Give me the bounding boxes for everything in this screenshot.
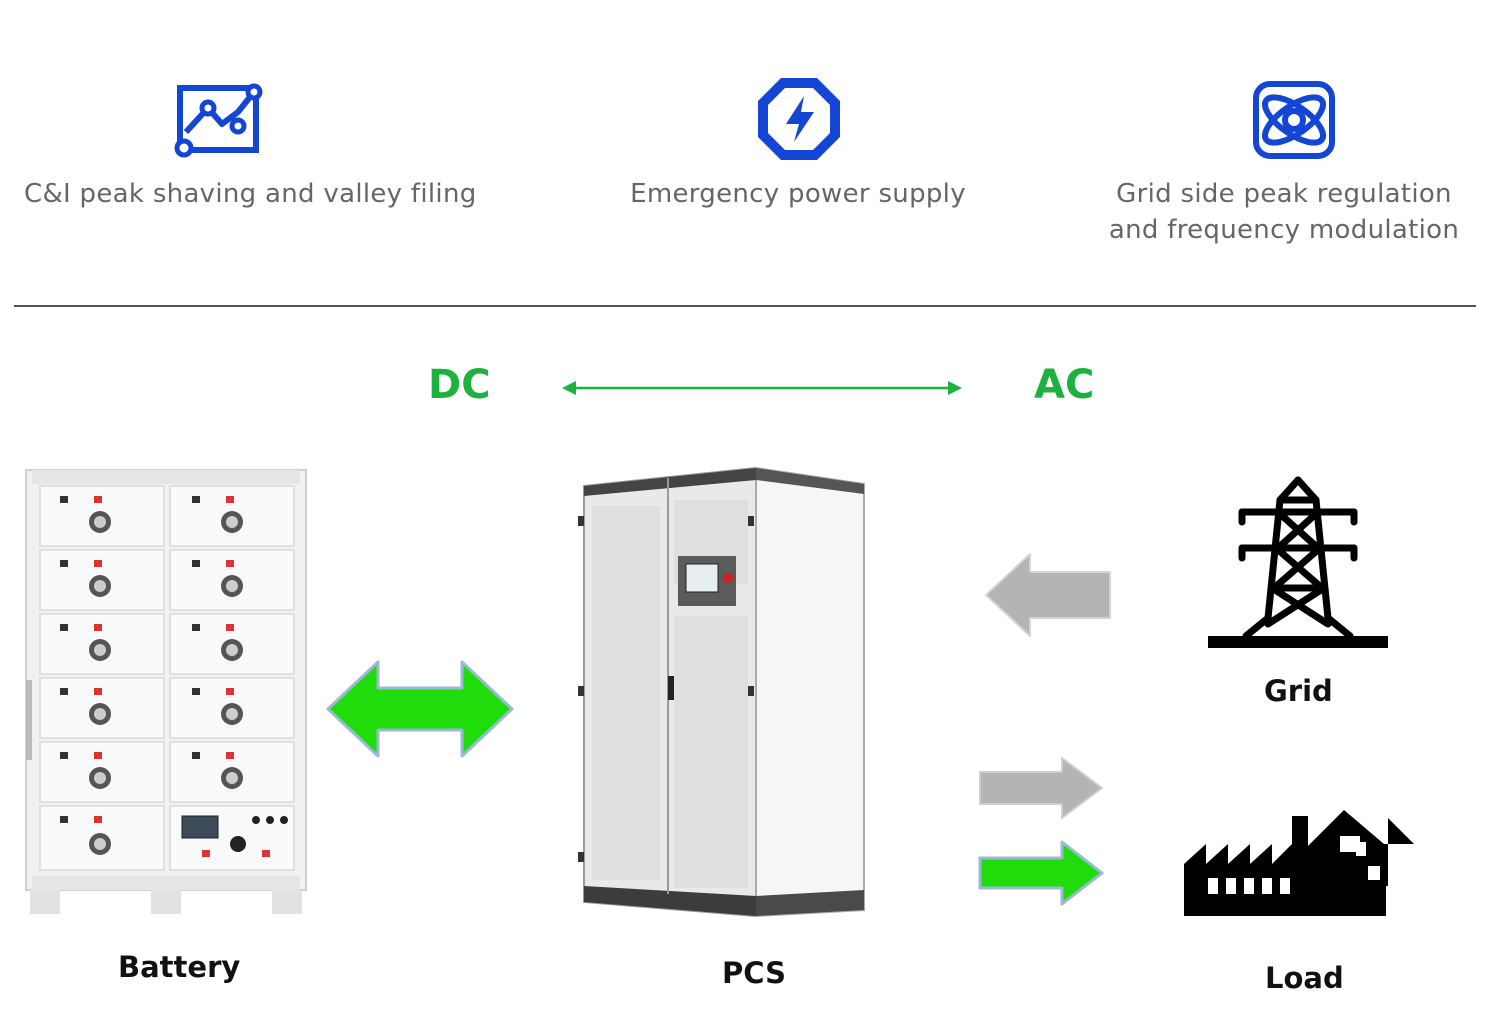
battery-module xyxy=(169,741,295,803)
battery-rack-image xyxy=(25,469,307,914)
factory-load-icon xyxy=(1184,810,1414,916)
load-gray-arrow xyxy=(979,757,1103,819)
transmission-tower-icon xyxy=(1208,476,1388,648)
grid-orbit-icon xyxy=(1253,81,1335,159)
battery-module xyxy=(39,485,165,547)
battery-control-module xyxy=(169,805,295,871)
ac-label: AC xyxy=(1034,362,1095,408)
dc-label: DC xyxy=(428,362,491,408)
dc-ac-double-arrow xyxy=(562,381,962,395)
line-chart-icon xyxy=(174,83,263,158)
battery-module xyxy=(39,549,165,611)
feature-label: Emergency power supply xyxy=(630,179,966,209)
section-divider xyxy=(14,305,1476,307)
battery-module xyxy=(39,677,165,739)
battery-module xyxy=(169,677,295,739)
load-green-arrow xyxy=(978,840,1104,906)
battery-module xyxy=(169,485,295,547)
pcs-cabinet-image xyxy=(578,466,865,918)
battery-label: Battery xyxy=(118,950,241,984)
lightning-octagon-icon xyxy=(758,78,840,160)
battery-module xyxy=(39,741,165,803)
load-label: Load xyxy=(1265,961,1344,995)
battery-module xyxy=(169,549,295,611)
feature-label-line2: and frequency modulation xyxy=(1108,215,1460,245)
battery-module xyxy=(169,613,295,675)
grid-label: Grid xyxy=(1264,674,1333,708)
battery-module xyxy=(39,805,165,871)
pcs-label: PCS xyxy=(722,956,786,990)
grid-inflow-arrow xyxy=(985,553,1111,637)
feature-label: C&I peak shaving and valley filing xyxy=(24,179,477,209)
battery-pcs-flow-arrow xyxy=(326,660,514,758)
battery-module xyxy=(39,613,165,675)
feature-label: Grid side peak regulation xyxy=(1116,179,1452,209)
